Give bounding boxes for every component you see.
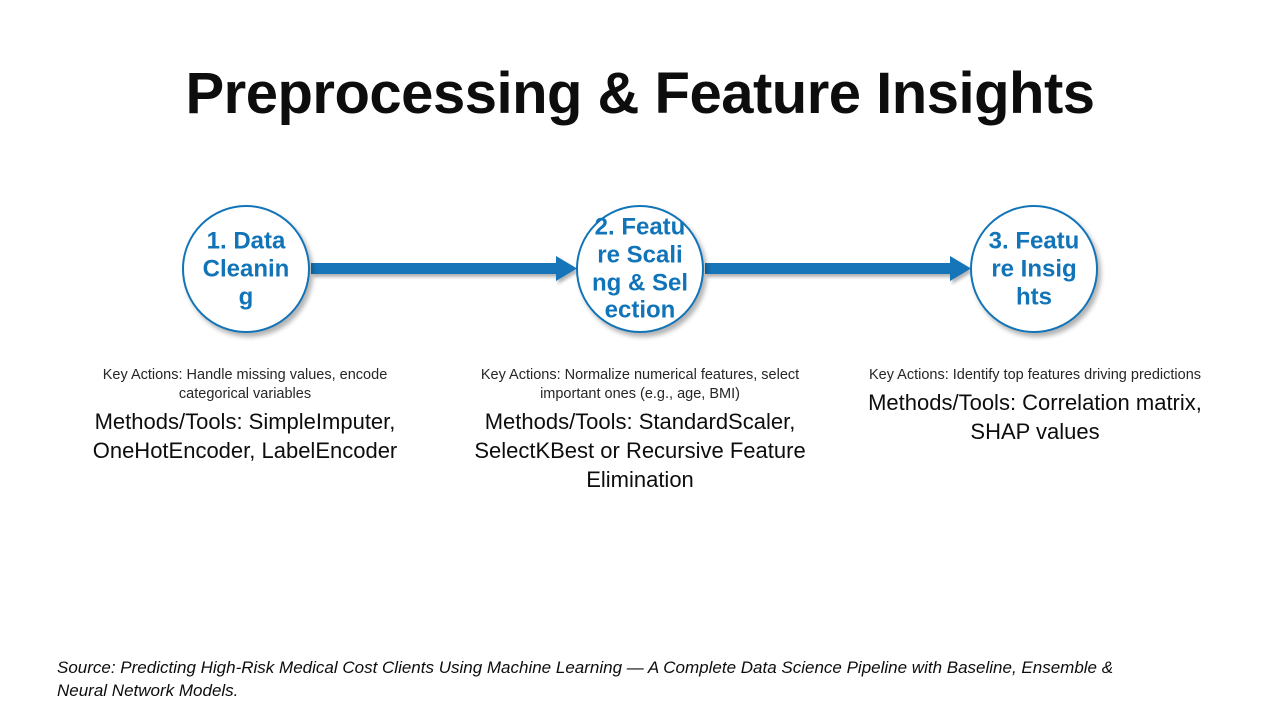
step-2-key-actions: Key Actions: Normalize numerical feature… [480, 367, 800, 402]
step-3-key-actions: Key Actions: Identify top features drivi… [868, 367, 1202, 383]
circle-shape-step-3 [970, 205, 1098, 333]
source-citation: Source: Predicting High-Risk Medical Cos… [57, 658, 1114, 700]
step-2-methods-tools: Methods/Tools: StandardScaler, SelectKBe… [474, 408, 806, 492]
circle-shape-step-1 [182, 205, 310, 333]
step-3-description-block: Key Actions: Identify top features drivi… [856, 366, 1214, 446]
circle-shape-step-2 [576, 205, 704, 333]
page-title: Preprocessing & Feature Insights [185, 61, 1095, 126]
flow-node-label-step-3: 3. Feature Insights [988, 227, 1080, 310]
step-3-methods-tools: Methods/Tools: Correlation matrix, SHAP … [868, 389, 1202, 444]
flow-node-label-step-2: 2. Feature Scaling & Selection [591, 213, 688, 324]
arrow-step1-to-step2 [311, 256, 577, 281]
step-1-description-block: Key Actions: Handle missing values, enco… [88, 366, 402, 465]
step-1-methods-tools: Methods/Tools: SimpleImputer, OneHotEnco… [92, 408, 398, 463]
flow-node-step-1[interactable]: 1. Data Cleaning [182, 205, 310, 333]
step-1-key-actions: Key Actions: Handle missing values, enco… [102, 367, 388, 402]
arrow-step2-to-step3 [705, 256, 971, 281]
flow-node-label-step-1: 1. Data Cleaning [202, 227, 290, 310]
flow-node-step-2[interactable]: 2. Feature Scaling & Selection [576, 205, 704, 333]
step-2-description-block: Key Actions: Normalize numerical feature… [452, 366, 828, 494]
flow-node-step-3[interactable]: 3. Feature Insights [970, 205, 1098, 333]
